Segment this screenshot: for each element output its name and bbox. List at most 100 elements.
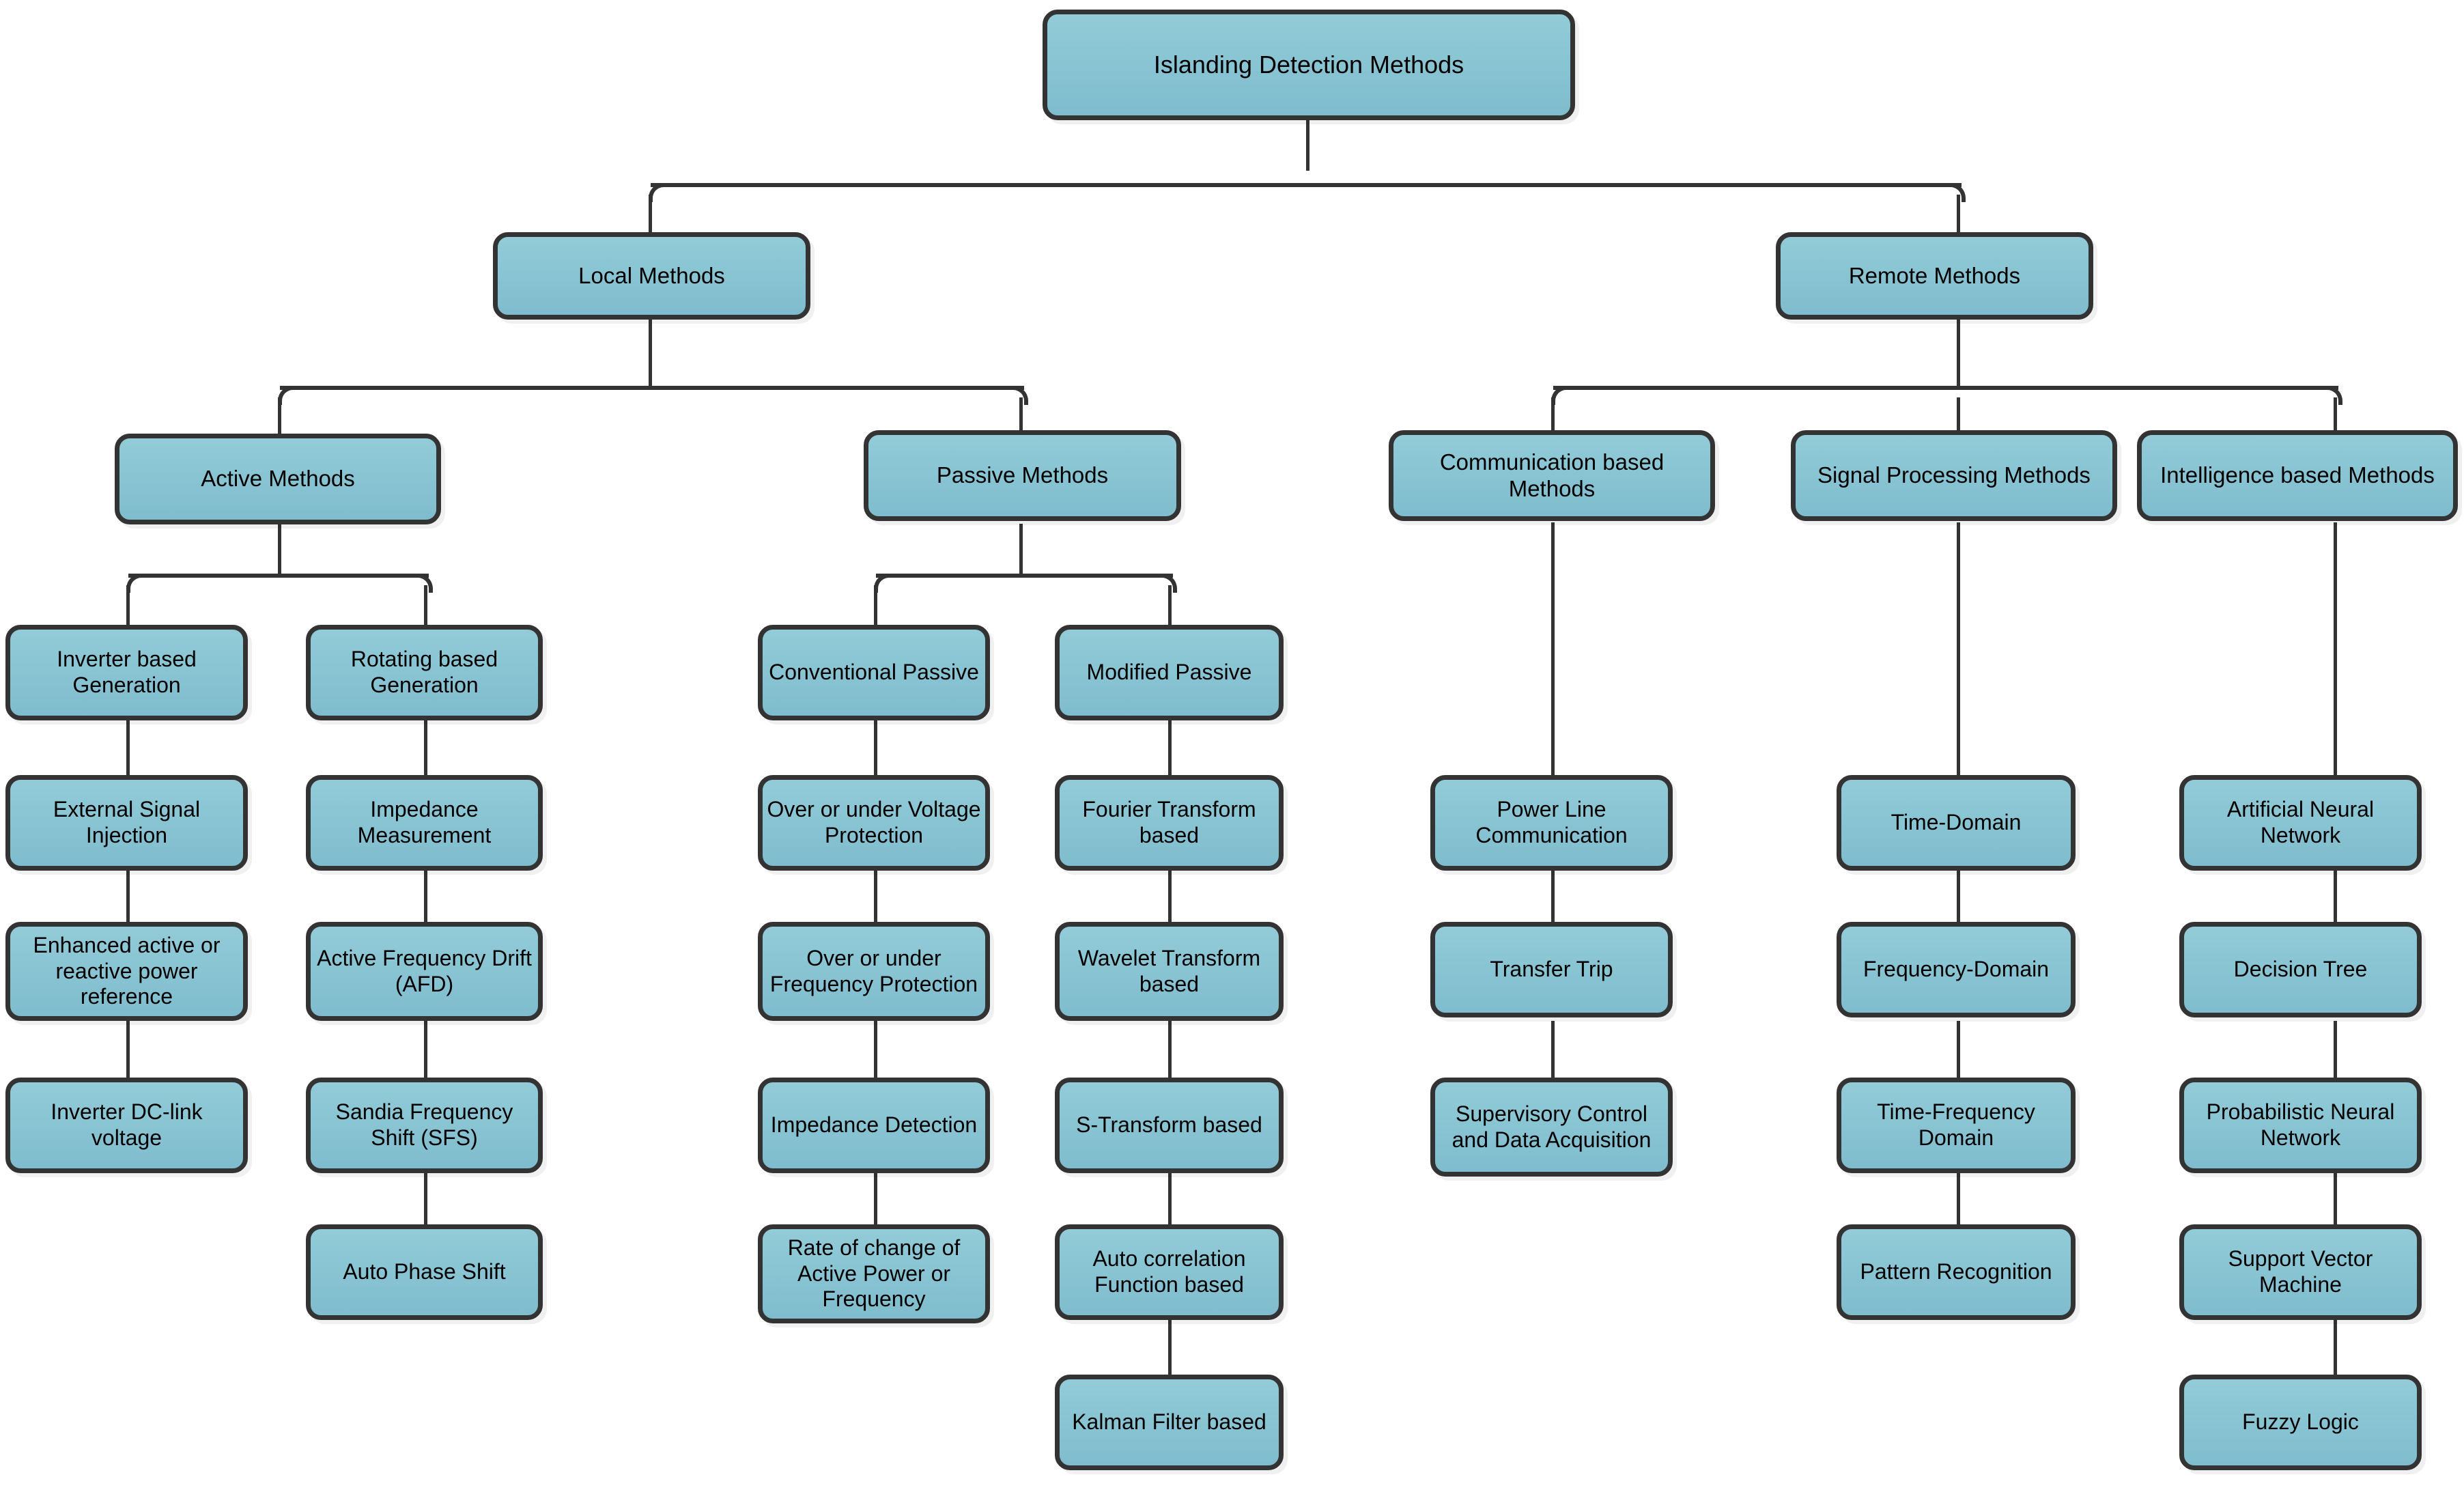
connector-active-drop bbox=[278, 397, 281, 435]
connector-remote-bus bbox=[1553, 386, 2338, 390]
node-remote-methods[interactable]: Remote Methods bbox=[1776, 232, 2093, 320]
connector-root-stem bbox=[1306, 120, 1309, 171]
connector-col4-link-2 bbox=[1168, 871, 1172, 925]
node-col7-item-3[interactable]: Support Vector Machine bbox=[2179, 1224, 2422, 1320]
node-communication-based-methods[interactable]: Communication based Methods bbox=[1389, 430, 1715, 521]
node-col4-head-label: Modified Passive bbox=[1086, 660, 1252, 685]
node-col2-item-0-label: Impedance Measurement bbox=[357, 797, 492, 847]
node-col6-item-1[interactable]: Frequency-Domain bbox=[1837, 922, 2076, 1017]
connector-col5-link-0 bbox=[1551, 522, 1555, 789]
node-col3-head-label: Conventional Passive bbox=[769, 660, 979, 685]
connector-col1-link-2 bbox=[126, 871, 130, 925]
node-col4-item-0[interactable]: Fourier Transform based bbox=[1055, 775, 1284, 871]
connector-local-stem bbox=[649, 319, 652, 387]
connector-active-bus bbox=[128, 574, 429, 578]
node-col3-item-2-label: Impedance Detection bbox=[770, 1112, 978, 1138]
node-col1-item-1-label: Enhanced active or reactive power refere… bbox=[33, 932, 221, 1009]
node-col2-head[interactable]: Rotating based Generation bbox=[306, 625, 543, 720]
node-root[interactable]: Islanding Detection Methods bbox=[1043, 10, 1575, 120]
node-col6-item-2[interactable]: Time-Frequency Domain bbox=[1837, 1078, 2076, 1173]
node-col3-item-0-label: Over or under Voltage Protection bbox=[767, 797, 981, 847]
connector-col4-drop bbox=[1168, 585, 1172, 626]
connector-local-bus bbox=[280, 386, 1024, 390]
node-col7-item-2-label: Probabilistic Neural Network bbox=[2206, 1099, 2395, 1150]
node-col2-item-1-label: Active Frequency Drift (AFD) bbox=[317, 945, 532, 996]
node-col2-item-3[interactable]: Auto Phase Shift bbox=[306, 1224, 543, 1320]
connector-col7-link-3 bbox=[2334, 1168, 2337, 1229]
node-intelligence-based-methods-label: Intelligence based Methods bbox=[2160, 462, 2435, 488]
node-col7-item-4[interactable]: Fuzzy Logic bbox=[2179, 1375, 2422, 1470]
node-col4-item-4[interactable]: Kalman Filter based bbox=[1055, 1375, 1284, 1470]
connector-passive-elbow-left bbox=[874, 574, 893, 593]
node-intelligence-based-methods[interactable]: Intelligence based Methods bbox=[2137, 430, 2458, 521]
node-col4-item-1[interactable]: Wavelet Transform based bbox=[1055, 922, 1284, 1021]
node-col4-item-2[interactable]: S-Transform based bbox=[1055, 1078, 1284, 1173]
connector-root-bus bbox=[651, 183, 1962, 187]
node-col6-item-0-label: Time-Domain bbox=[1891, 810, 2022, 835]
node-col7-item-1[interactable]: Decision Tree bbox=[2179, 922, 2422, 1017]
connector-passive-drop bbox=[1019, 397, 1023, 435]
connector-col1-link-3 bbox=[126, 1021, 130, 1082]
node-col5-item-1-label: Transfer Trip bbox=[1490, 957, 1613, 982]
connector-col2-link-4 bbox=[424, 1168, 427, 1229]
connector-passive-elbow-right bbox=[1158, 574, 1177, 593]
node-col6-item-0[interactable]: Time-Domain bbox=[1837, 775, 2076, 871]
node-col3-item-2[interactable]: Impedance Detection bbox=[758, 1078, 990, 1173]
node-col1-item-1[interactable]: Enhanced active or reactive power refere… bbox=[5, 922, 248, 1021]
node-remote-methods-label: Remote Methods bbox=[1848, 262, 2021, 288]
connector-col7-link-4 bbox=[2334, 1318, 2337, 1379]
node-signal-processing-methods-label: Signal Processing Methods bbox=[1817, 462, 2091, 488]
node-col3-item-3[interactable]: Rate of change of Active Power or Freque… bbox=[758, 1224, 990, 1323]
node-col2-item-3-label: Auto Phase Shift bbox=[343, 1259, 506, 1284]
node-local-methods[interactable]: Local Methods bbox=[493, 232, 810, 320]
node-col5-item-2[interactable]: Supervisory Control and Data Acquisition bbox=[1430, 1078, 1673, 1177]
connector-remote-stem bbox=[1957, 319, 1960, 387]
connector-col3-link-1 bbox=[874, 720, 877, 785]
node-col2-item-1[interactable]: Active Frequency Drift (AFD) bbox=[306, 922, 543, 1021]
node-col4-item-1-label: Wavelet Transform based bbox=[1077, 945, 1261, 996]
node-col7-item-0[interactable]: Artificial Neural Network bbox=[2179, 775, 2422, 871]
node-col3-head[interactable]: Conventional Passive bbox=[758, 625, 990, 720]
node-col1-item-0[interactable]: External Signal Injection bbox=[5, 775, 248, 871]
connector-col2-link-3 bbox=[424, 1021, 427, 1082]
node-col7-item-0-label: Artificial Neural Network bbox=[2226, 797, 2375, 847]
node-col3-item-1[interactable]: Over or under Frequency Protection bbox=[758, 922, 990, 1021]
node-root-label: Islanding Detection Methods bbox=[1153, 50, 1464, 79]
node-col7-item-2[interactable]: Probabilistic Neural Network bbox=[2179, 1078, 2422, 1173]
node-col1-head[interactable]: Inverter based Generation bbox=[5, 625, 248, 720]
connector-col4-link-3 bbox=[1168, 1021, 1172, 1082]
node-col7-item-4-label: Fuzzy Logic bbox=[2242, 1409, 2359, 1435]
connector-col4-link-1 bbox=[1168, 720, 1172, 785]
node-col4-item-3[interactable]: Auto correlation Function based bbox=[1055, 1224, 1284, 1320]
connector-intel-drop bbox=[2334, 397, 2337, 432]
connector-local-elbow-right bbox=[1009, 386, 1028, 405]
node-signal-processing-methods[interactable]: Signal Processing Methods bbox=[1791, 430, 2117, 521]
node-col5-item-0[interactable]: Power Line Communication bbox=[1430, 775, 1673, 871]
node-col6-item-3[interactable]: Pattern Recognition bbox=[1837, 1224, 2076, 1320]
node-col2-item-2[interactable]: Sandia Frequency Shift (SFS) bbox=[306, 1078, 543, 1173]
connector-col1-link-1 bbox=[126, 720, 130, 785]
node-col4-item-3-label: Auto correlation Function based bbox=[1092, 1246, 1246, 1297]
connector-col6-link-1 bbox=[1957, 871, 1960, 925]
connector-comm-drop bbox=[1551, 397, 1555, 432]
node-passive-methods[interactable]: Passive Methods bbox=[864, 430, 1181, 521]
node-col5-item-2-label: Supervisory Control and Data Acquisition bbox=[1452, 1101, 1652, 1152]
connector-col6-link-3 bbox=[1957, 1168, 1960, 1229]
node-passive-methods-label: Passive Methods bbox=[936, 462, 1109, 488]
connector-root-elbow-right bbox=[1946, 183, 1966, 202]
node-col6-item-3-label: Pattern Recognition bbox=[1860, 1259, 2052, 1284]
node-col3-item-0[interactable]: Over or under Voltage Protection bbox=[758, 775, 990, 871]
node-col1-item-2[interactable]: Inverter DC-link voltage bbox=[5, 1078, 248, 1173]
connector-remote-elbow-right bbox=[2323, 386, 2342, 405]
node-col4-head[interactable]: Modified Passive bbox=[1055, 625, 1284, 720]
node-communication-based-methods-label: Communication based Methods bbox=[1439, 449, 1665, 501]
connector-col5-link-2 bbox=[1551, 1021, 1555, 1082]
node-col5-item-1[interactable]: Transfer Trip bbox=[1430, 922, 1673, 1017]
node-col1-item-0-label: External Signal Injection bbox=[53, 797, 201, 847]
node-col2-item-0[interactable]: Impedance Measurement bbox=[306, 775, 543, 871]
node-col1-item-2-label: Inverter DC-link voltage bbox=[51, 1099, 203, 1150]
node-col4-item-0-label: Fourier Transform based bbox=[1082, 797, 1256, 847]
connector-remote-elbow-left bbox=[1551, 386, 1570, 405]
node-active-methods[interactable]: Active Methods bbox=[115, 434, 441, 524]
